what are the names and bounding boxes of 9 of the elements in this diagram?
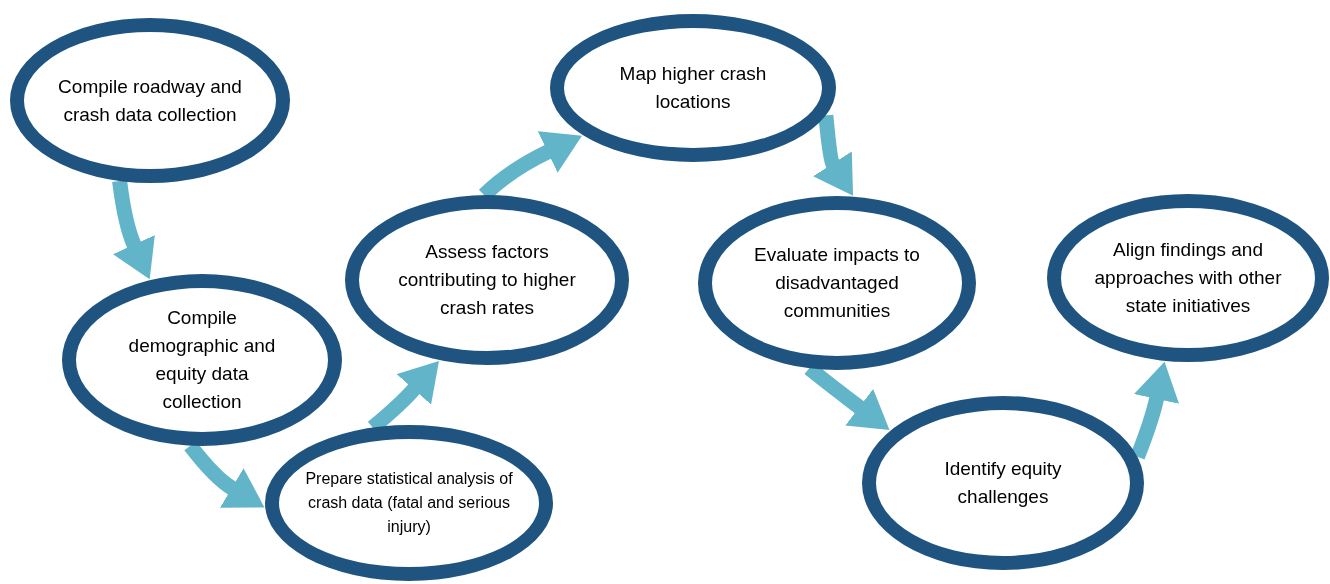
step-text: Identify equity challenges <box>943 457 1063 509</box>
curved-arrow <box>811 114 854 198</box>
step-text: Evaluate impacts to disadvantaged communities <box>753 243 921 323</box>
step-text: Prepare statistical analysis of crash data (fatal and serious injury) <box>304 469 514 537</box>
step-text: Compile roadway and crash data collection <box>57 74 243 127</box>
step-text: Compile demographic and equity data collection <box>127 306 277 414</box>
step-text: Align findings and approaches with other state initiatives <box>1093 238 1283 318</box>
step-text: Map higher crash locations <box>618 62 768 114</box>
step-text: Assess factors contributing to higher crash rates <box>397 240 577 320</box>
